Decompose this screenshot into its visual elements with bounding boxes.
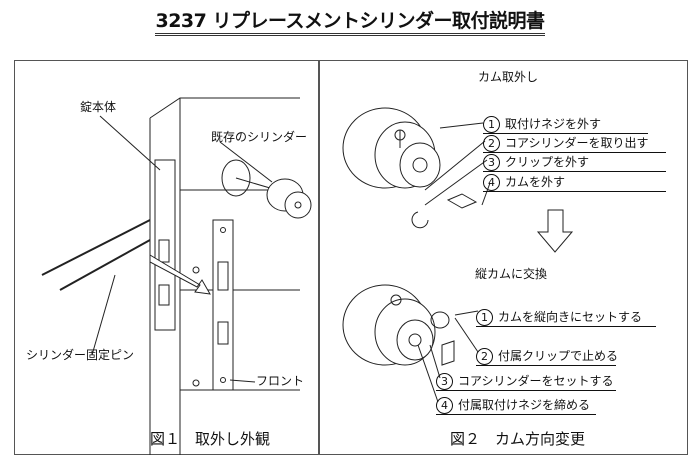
install-step-4: 4 付属取付けネジを締める xyxy=(436,396,596,415)
step-text: クリップを外す xyxy=(505,155,590,169)
fixing-pin-label: シリンダー固定ピン xyxy=(26,348,135,362)
title-text: 3237 リプレースメントシリンダー取付説明書 xyxy=(155,10,545,36)
removal-step-2: 2 コアシリンダーを取り出す xyxy=(483,134,666,153)
step-number: 3 xyxy=(483,154,500,171)
step-number: 2 xyxy=(476,348,493,365)
figure2-caption: 図２ カム方向変更 xyxy=(450,430,586,448)
figure-frame xyxy=(14,60,688,455)
step-text: コアシリンダーをセットする xyxy=(458,374,614,388)
step-text: 付属クリップで止める xyxy=(498,349,619,363)
step-number: 4 xyxy=(483,174,500,191)
install-step-3: 3 コアシリンダーをセットする xyxy=(436,372,616,391)
removal-step-1: 1 取付けネジを外す xyxy=(483,115,648,134)
step-number: 4 xyxy=(436,397,453,414)
step-text: カムを縦向きにセットする xyxy=(498,310,643,324)
step-number: 2 xyxy=(483,135,500,152)
cylinder-install-illustration xyxy=(342,284,479,403)
step-number: 1 xyxy=(476,309,493,326)
existing-cylinder-label: 既存のシリンダー xyxy=(211,130,308,144)
cam-removal-heading: カム取外し xyxy=(478,70,539,84)
install-step-2: 2 付属クリップで止める xyxy=(476,347,619,366)
step-number: 1 xyxy=(483,116,500,133)
lock-body-label: 錠本体 xyxy=(80,100,117,114)
cylinder-removal-illustration xyxy=(342,107,574,253)
step-number: 3 xyxy=(436,373,453,390)
figure1-caption: 図１ 取外し外観 xyxy=(150,430,271,448)
exchange-heading: 縦カムに交換 xyxy=(475,267,548,281)
front-label: フロント xyxy=(256,374,305,388)
install-step-1: 1 カムを縦向きにセットする xyxy=(476,308,656,327)
step-text: 付属取付けネジを締める xyxy=(458,398,591,412)
panel-divider xyxy=(318,60,320,455)
removal-step-4: 4 カムを外す xyxy=(483,173,666,192)
removal-step-3: 3 クリップを外す xyxy=(483,153,666,172)
document-title: 3237 リプレースメントシリンダー取付説明書 xyxy=(0,6,700,36)
step-text: 取付けネジを外す xyxy=(505,117,602,131)
door-illustration xyxy=(41,97,312,455)
step-text: カムを外す xyxy=(505,175,566,189)
step-text: コアシリンダーを取り出す xyxy=(505,136,649,150)
